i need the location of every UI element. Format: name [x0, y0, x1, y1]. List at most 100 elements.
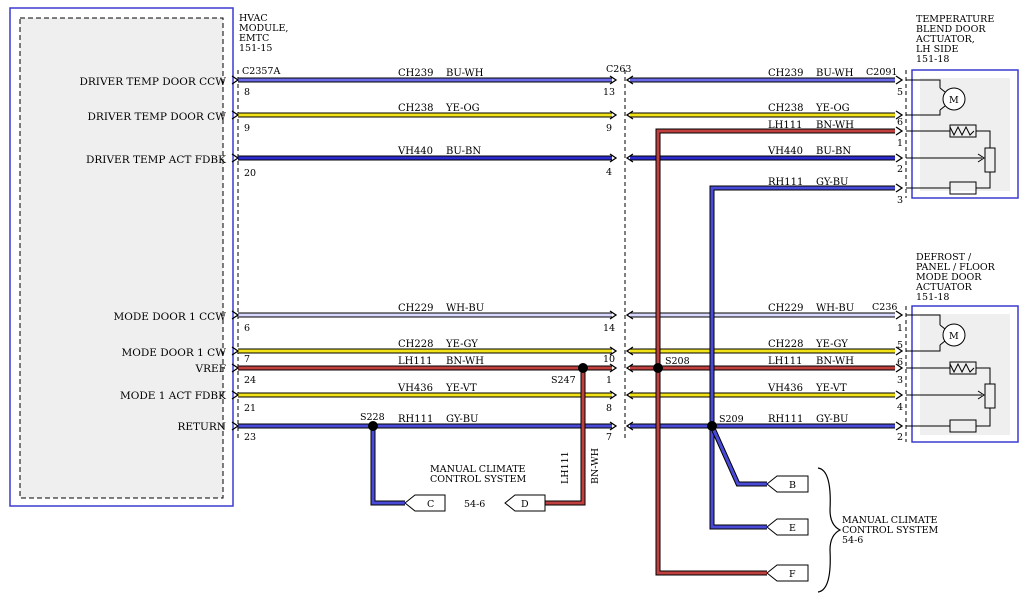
splice-label: S208: [665, 356, 690, 367]
pin-number: 4: [897, 402, 903, 413]
wire-color: GY-BU: [446, 414, 478, 425]
offpage-e[interactable]: [766, 518, 809, 536]
wire-color: BU-BN: [446, 146, 481, 157]
actuator2-title: DEFROST / PANEL / FLOOR MODE DOOR ACTUAT…: [915, 252, 996, 303]
hvac-module-box: [9, 7, 234, 507]
pin-number: 9: [606, 123, 612, 134]
actuator1-title-line: BLEND DOOR: [916, 24, 986, 35]
offpage-c[interactable]: [404, 494, 446, 512]
motor-letter: M: [949, 331, 959, 342]
wire-color: BU-WH: [816, 68, 854, 79]
offpage-e-label: E: [789, 523, 796, 534]
pin-number: 2: [897, 432, 903, 443]
wire-rh111-to-b: [710, 425, 767, 486]
pin-number: 1: [897, 323, 903, 334]
wire-color: YE-OG: [815, 103, 850, 114]
actuator2-internals: [906, 314, 996, 433]
actuator2-title-line: PANEL / FLOOR: [916, 262, 996, 273]
signal-label: DRIVER TEMP DOOR CCW: [79, 76, 226, 88]
wire-circuit: VH440: [397, 146, 433, 157]
actuator1-title-line: ACTUATOR,: [915, 34, 975, 45]
signal-label: RETURN: [177, 421, 226, 433]
module-title-line: 151-15: [239, 43, 272, 54]
actuator1-box: [911, 69, 1019, 199]
splice-label: S209: [719, 414, 744, 425]
actuator1-pins: 5 6 1 2 3: [897, 87, 903, 206]
left-wires: [238, 77, 612, 429]
actuator2-title-line: DEFROST /: [916, 252, 972, 263]
actuator2-box: [911, 305, 1019, 443]
wire-color: BU-BN: [816, 146, 851, 157]
pin-number: 8: [606, 403, 612, 414]
pin-number: 4: [606, 167, 612, 178]
wire-color: BN-WH: [446, 356, 484, 367]
wire-color: BN-WH: [816, 356, 854, 367]
wire-color: YE-VT: [445, 383, 477, 394]
mcc-left-line: CONTROL SYSTEM: [430, 474, 527, 485]
wire-circuit: LH111: [398, 356, 432, 367]
offpage-d[interactable]: [504, 494, 546, 512]
pin-number: 2: [897, 164, 903, 175]
wire-circuit: LH111: [768, 120, 802, 131]
wire-color: BN-WH: [816, 120, 854, 131]
wiper-arrow-icon: [977, 153, 985, 163]
actuator1-inner: [920, 78, 1010, 191]
pin-number: 24: [244, 375, 256, 386]
splice-s209: [707, 421, 717, 431]
mcc-right-line: 54-6: [842, 535, 863, 546]
wire-circuit: VH436: [397, 383, 433, 394]
pin-number: 5: [897, 340, 903, 351]
module-connector-label: C2357A: [242, 66, 280, 77]
wire-color: WH-BU: [816, 303, 854, 314]
offpage-b-label: B: [789, 480, 796, 491]
wire-lh111-to-f: [656, 368, 767, 575]
splice-s208: [653, 363, 663, 373]
wire-rh111-branch-act1: [710, 186, 895, 426]
offpage-f[interactable]: [766, 564, 809, 582]
wire-color: YE-VT: [815, 383, 847, 394]
offpage-d-label: D: [521, 499, 529, 510]
module-title-line: HVAC: [239, 13, 268, 24]
pin-number: 14: [603, 323, 615, 334]
pin-number: 7: [606, 432, 612, 443]
pin-number: 10: [603, 354, 615, 365]
wire-circuit: CH229: [768, 303, 803, 314]
wire-circuit: CH229: [398, 303, 433, 314]
pin-number: 20: [244, 168, 256, 179]
pin-number: 23: [244, 432, 256, 443]
motor-icon: [942, 87, 966, 111]
vertical-circuit-label: LH111: [560, 451, 571, 484]
pin-number: 21: [244, 403, 256, 414]
left-wire-labels: CH239 BU-WH CH238 YE-OG VH440 BU-BN CH22…: [397, 68, 484, 425]
actuator1-title: TEMPERATURE BLEND DOOR ACTUATOR, LH SIDE…: [915, 14, 994, 65]
splices: S247 S208 S228 S209: [360, 356, 744, 431]
hvac-module-title: HVAC MODULE, EMTC 151-15: [239, 13, 288, 54]
wire-color: YE-GY: [445, 339, 478, 350]
module-title-line: MODULE,: [239, 23, 288, 34]
wire-circuit: CH228: [398, 339, 433, 350]
mcc-left-line: MANUAL CLIMATE: [430, 464, 526, 475]
mcc-right-text: MANUAL CLIMATE CONTROL SYSTEM 54-6: [842, 515, 939, 546]
act2-wire-labels: CH229 WH-BU CH228 YE-GY LH111 BN-WH VH43…: [767, 303, 854, 425]
signal-label: MODE 1 ACT FDBK: [120, 390, 226, 402]
pin-number: 5: [897, 87, 903, 98]
splice-label: S228: [360, 412, 385, 423]
wiper-arrow-icon: [977, 390, 985, 400]
motor-letter: M: [949, 95, 959, 106]
pin-number: 1: [606, 375, 612, 386]
signal-label: VREF: [195, 363, 226, 375]
signal-label: DRIVER TEMP DOOR CW: [88, 111, 227, 123]
wire-rh111-to-c: [371, 426, 405, 505]
mcc-right-line: CONTROL SYSTEM: [842, 525, 939, 536]
mcc-brace: [817, 467, 842, 593]
pin-number: 3: [897, 195, 903, 206]
wire-lh111-branch-act1: [656, 129, 895, 368]
actuator2-pins: 1 5 6 3 4 2: [897, 323, 903, 443]
pin-number: 9: [244, 123, 250, 134]
offpage-b[interactable]: [766, 475, 809, 493]
actuator1-title-line: LH SIDE: [916, 44, 958, 55]
pin-number: 6: [897, 357, 903, 368]
motor-icon: [942, 323, 966, 347]
connector-chevrons: [231, 75, 904, 431]
